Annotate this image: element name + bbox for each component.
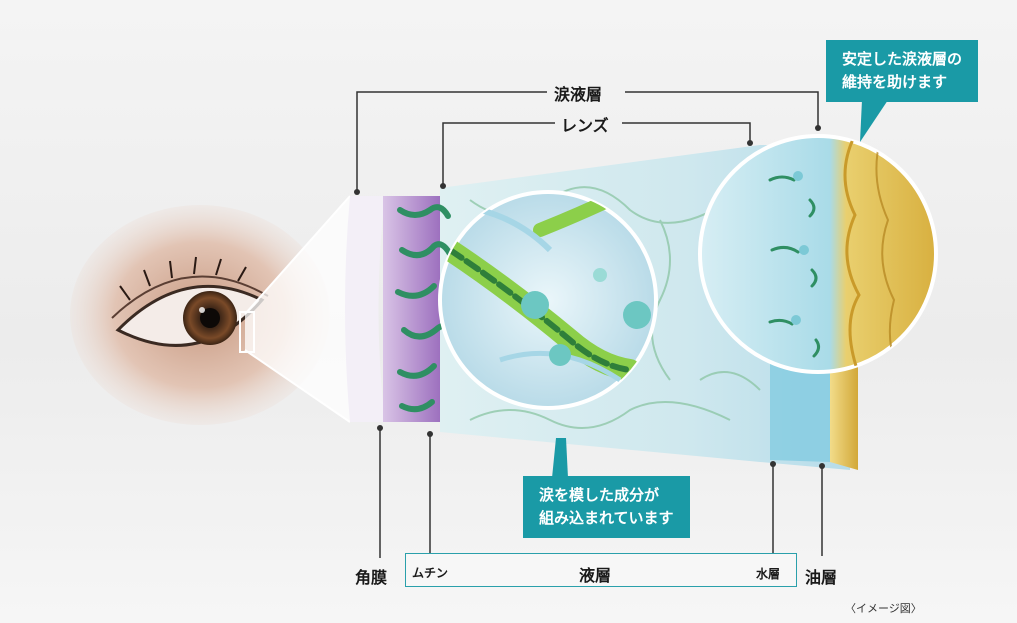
bracket-lines xyxy=(356,91,823,558)
label-cornea: 角膜 xyxy=(355,568,388,587)
cornea-layer xyxy=(383,196,441,422)
callout-tear-stability-line1: 安定した涙液層の xyxy=(842,50,963,68)
callout-tear-stability: 安定した涙液層の 維持を助けます xyxy=(826,40,979,102)
liquid-layer-legend-box xyxy=(405,553,797,587)
image-caption: 〈イメージ図〉 xyxy=(845,602,922,615)
label-mucin: ムチン xyxy=(412,566,449,580)
zoom-cone xyxy=(245,196,350,422)
zoom-circle-left xyxy=(438,190,658,410)
callout-pointer-bottom xyxy=(552,438,568,478)
callout-tear-components-line1: 涙を模した成分が xyxy=(539,486,660,504)
callout-tear-components: 涙を模した成分が 組み込まれています xyxy=(523,476,690,538)
callout-tear-stability-line2: 維持を助けます xyxy=(842,73,948,91)
callout-tear-components-line2: 組み込まれています xyxy=(539,509,674,527)
callout-pointer-top xyxy=(860,100,888,142)
label-oil-layer: 油層 xyxy=(805,568,838,587)
label-water-layer: 水層 xyxy=(756,567,781,581)
label-tear-film: 涙液層 xyxy=(554,85,603,104)
label-lens: レンズ xyxy=(561,116,609,135)
label-liquid-layer: 液層 xyxy=(579,566,612,585)
zoom-circle-right xyxy=(698,134,938,374)
eye-illustration xyxy=(70,205,330,425)
